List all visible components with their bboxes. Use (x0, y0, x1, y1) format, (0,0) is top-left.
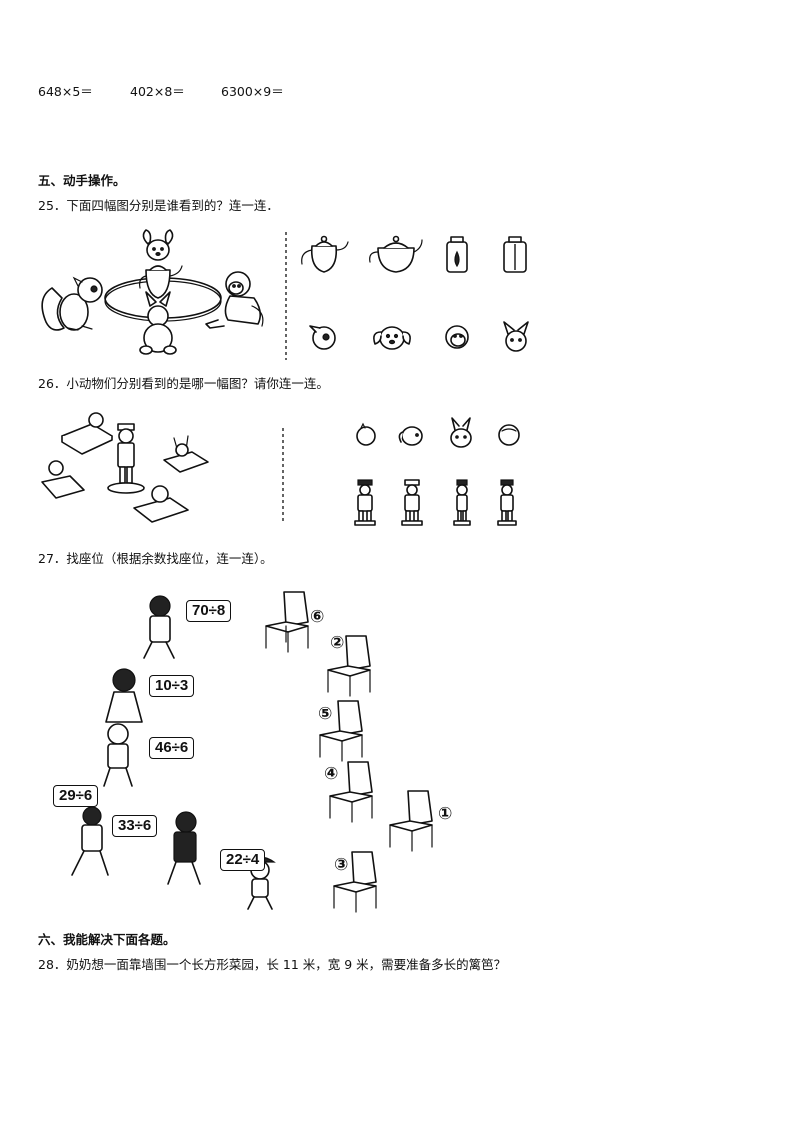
q25-teapot-view-2 (369, 235, 423, 273)
q27-chair-4 (329, 761, 373, 823)
expression-648x5: 648×5＝ (38, 84, 93, 99)
expression-bubble-10-div-3: 10÷3 (149, 675, 195, 697)
seat-number-1: ① (438, 804, 453, 824)
q26-monkey-back-head (498, 424, 520, 446)
teapot-figure (139, 265, 183, 299)
q25-teapot-view-3 (446, 236, 468, 273)
q25-teapot-view-1 (301, 235, 349, 273)
q25-monkey-head (445, 325, 469, 349)
question-27-text: 27．找座位（根据余数找座位，连一连）。 (38, 551, 273, 566)
q26-policeman-view-3 (453, 479, 471, 526)
question-28-text: 28．奶奶想一面靠墙围一个长方形菜园，长 11 米，宽 9 米，需要准备多长的篱… (38, 957, 507, 972)
expression-bubble-29-div-6: 29÷6 (53, 785, 99, 807)
q26-policeman-view-4 (497, 479, 517, 526)
q26-policeman-view-2 (401, 479, 423, 526)
squirrel-figure (41, 276, 103, 331)
expression-bubble-22-div-4: 22÷4 (220, 849, 266, 871)
q25-dashed-divider (285, 232, 287, 360)
expression-6300x9: 6300×9＝ (221, 84, 284, 99)
question-25-text: 25．下面四幅图分别是谁看到的？连一连． (38, 198, 279, 213)
q27-chair-2 (327, 635, 371, 697)
q25-table-scene-illustration (41, 229, 264, 355)
seat-number-3: ③ (334, 855, 349, 875)
seat-number-6: ⑥ (310, 607, 325, 627)
rabbit-figure (139, 291, 177, 355)
seat-number-5: ⑤ (318, 704, 333, 724)
q26-chick-head (356, 422, 376, 446)
q25-rabbit-head (503, 321, 529, 352)
section-six-title: 六、我能解决下面各题。 (38, 932, 176, 947)
section-five-title: 五、动手操作。 (38, 173, 126, 188)
q27-chair-1 (389, 790, 433, 852)
expression-402x8: 402×8＝ (130, 84, 185, 99)
q26-rabbit-head (450, 417, 472, 448)
monkey-figure (205, 271, 264, 329)
q25-dog-head (373, 326, 411, 350)
q26-dashed-divider (282, 428, 284, 522)
q27-chair-5 (319, 700, 363, 762)
seat-number-2: ② (330, 633, 345, 653)
seat-number-4: ④ (324, 764, 339, 784)
dog-figure (142, 229, 174, 261)
expression-bubble-33-div-6: 33÷6 (112, 815, 158, 837)
expression-bubble-46-div-6: 46÷6 (149, 737, 195, 759)
q26-animals-in-cars-illustration (41, 412, 209, 523)
q25-squirrel-head (309, 325, 336, 350)
q25-teapot-view-4 (503, 236, 527, 273)
q26-dog-head (398, 426, 423, 446)
q26-policeman-view-1 (354, 479, 376, 526)
q27-children-illustration (71, 595, 276, 910)
q27-chair-3 (333, 851, 377, 913)
question-26-text: 26．小动物们分别看到的是哪一幅图？请你连一连。 (38, 376, 329, 391)
q27-chair-6 (265, 591, 309, 653)
expression-bubble-70-div-8: 70÷8 (186, 600, 232, 622)
